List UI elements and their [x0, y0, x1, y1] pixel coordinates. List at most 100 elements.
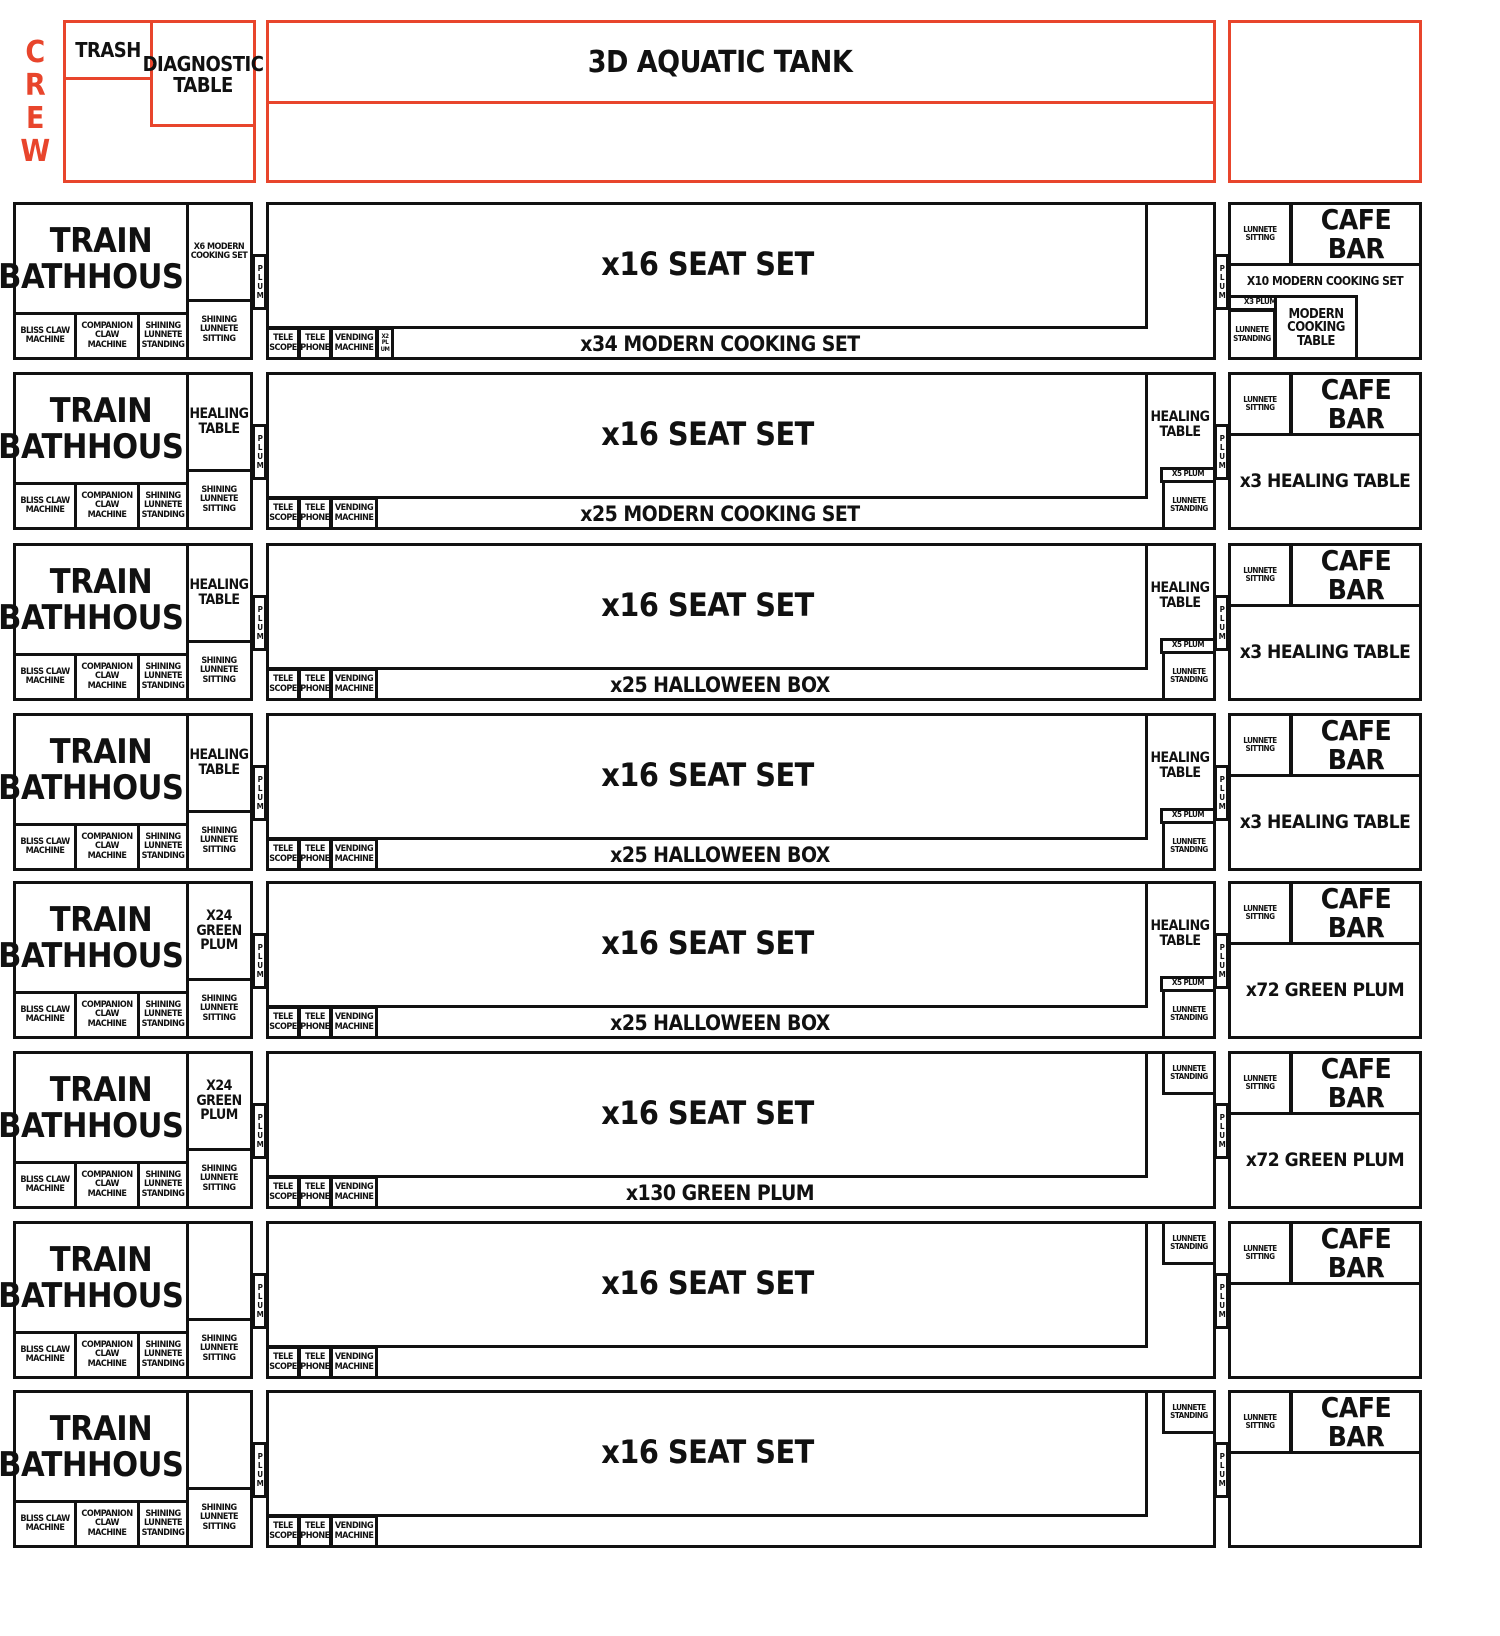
telephone-label: TELE PHONE — [300, 1352, 330, 1372]
lunnete-standing-label: LUNNETE STANDING — [1170, 836, 1208, 854]
right-main-label: x3 HEALING TABLE — [1239, 470, 1411, 493]
x5-plum-label: x5 PLUM — [1171, 810, 1205, 820]
cafe-bar-label: CAFE BAR — [1320, 543, 1392, 606]
shining-sitting-label: SHINING LUNNETE SITTING — [199, 993, 239, 1023]
telephone-label: TELE PHONE — [300, 1182, 330, 1202]
telephone-label: TELE PHONE — [300, 844, 330, 864]
vending-machine-zone — [330, 497, 378, 530]
healing-table-label: HEALING TABLE — [1150, 409, 1210, 440]
right-connector-plum — [1214, 765, 1229, 821]
healing-table-label: HEALING TABLE — [1150, 750, 1210, 781]
companion-claw-label: COMPANION CLAW MACHINE — [81, 999, 133, 1029]
top-right-empty-zone — [1228, 20, 1422, 183]
telescope-label: TELE SCOPE — [269, 1352, 297, 1372]
left-top-label: x24 GREEN PLUM — [196, 1077, 242, 1124]
shining-standing-label: SHINING LUNNETE STANDING — [141, 1339, 185, 1369]
trash-label: TRASH — [75, 37, 141, 62]
diagnostic-table-label: DIAGNOSTIC TABLE — [142, 52, 264, 97]
x3-plum-label: x3 PLUM — [1243, 297, 1277, 307]
telescope-label: TELE SCOPE — [269, 333, 297, 353]
vending-machine-label: VENDING MACHINE — [334, 1012, 374, 1032]
shining-standing-label: SHINING LUNNETE STANDING — [141, 831, 185, 861]
shining-standing-label: SHINING LUNNETE STANDING — [141, 999, 185, 1029]
train-bathhouse-label: TRAIN BATHHOUSE — [0, 561, 204, 638]
shining-standing-zone — [137, 991, 189, 1039]
seat-set-zone — [266, 543, 1148, 670]
telescope-label: TELE SCOPE — [269, 1182, 297, 1202]
lunnete-standing-zone — [1162, 1221, 1216, 1265]
companion-claw-zone — [74, 1161, 140, 1209]
bliss-claw-label: BLISS CLAW MACHINE — [20, 1513, 70, 1533]
seat-set-zone — [266, 881, 1148, 1008]
lunnete-sitting-label: LUNNETE SITTING — [1243, 394, 1277, 412]
vending-machine-label: VENDING MACHINE — [334, 1352, 374, 1372]
right-main-label: x3 HEALING TABLE — [1239, 811, 1411, 834]
vending-machine-zone — [330, 1515, 378, 1548]
left-top-label: HEALING TABLE — [189, 577, 249, 608]
lunnete-sitting-label: LUNNETE SITTING — [1243, 903, 1277, 921]
vending-machine-label: VENDING MACHINE — [334, 674, 374, 694]
seat-set-zone — [266, 713, 1148, 840]
seat-set-zone — [266, 202, 1148, 329]
right-connector-plum — [1214, 595, 1229, 651]
aquatic-tank-zone — [266, 20, 1216, 104]
vending-machine-zone — [330, 838, 378, 871]
vending-machine-zone — [330, 1176, 378, 1209]
left-top-zone — [186, 1390, 253, 1490]
telescope-label: TELE SCOPE — [269, 844, 297, 864]
train-bathhouse-label: TRAIN BATHHOUSE — [0, 390, 204, 467]
companion-claw-zone — [74, 823, 140, 871]
left-plum-label: PLUM — [255, 434, 265, 470]
companion-claw-zone — [74, 482, 140, 530]
right-plum-label: PLUM — [1217, 1452, 1227, 1488]
right-main-label: x72 GREEN PLUM — [1245, 979, 1405, 1002]
x2-plum-label: x2 PL UM — [380, 333, 390, 353]
left-connector-plum — [252, 1273, 267, 1329]
lunnete-standing-label: LUNNETE STANDING — [1170, 666, 1208, 684]
shining-standing-label: SHINING LUNNETE STANDING — [141, 490, 185, 520]
right-connector-plum — [1214, 254, 1229, 310]
shining-sitting-zone — [186, 810, 253, 871]
lunnete-sitting-label: LUNNETE SITTING — [1243, 1412, 1277, 1430]
bliss-claw-label: BLISS CLAW MACHINE — [20, 325, 70, 345]
telephone-zone — [298, 497, 332, 530]
vending-machine-label: VENDING MACHINE — [334, 1521, 374, 1541]
left-top-zone — [186, 881, 253, 981]
companion-claw-label: COMPANION CLAW MACHINE — [81, 1508, 133, 1538]
shining-sitting-label: SHINING LUNNETE SITTING — [199, 1502, 239, 1532]
lunnete-standing-label: LUNNETE STANDING — [1170, 1233, 1208, 1251]
bliss-claw-label: BLISS CLAW MACHINE — [20, 836, 70, 856]
x5-plum-label: x5 PLUM — [1171, 640, 1205, 650]
shining-sitting-zone — [186, 1487, 253, 1548]
shining-sitting-zone — [186, 299, 253, 360]
right-mid-label: x10 MODERN COOKING SET — [1246, 273, 1404, 288]
left-top-zone — [186, 1221, 253, 1321]
telescope-label: TELE SCOPE — [269, 674, 297, 694]
train-bathhouse-zone — [13, 881, 189, 994]
train-bathhouse-zone — [13, 202, 189, 315]
seat-set-label: x16 SEAT SET — [601, 1432, 814, 1471]
train-bathhouse-label: TRAIN BATHHOUSE — [0, 899, 204, 976]
shining-sitting-zone — [186, 640, 253, 701]
lunnete-sitting-zone — [1228, 1051, 1292, 1115]
x5-plum-label: x5 PLUM — [1171, 469, 1205, 479]
cafe-bar-zone — [1290, 1390, 1422, 1454]
left-top-zone — [186, 202, 253, 302]
left-plum-label: PLUM — [255, 605, 265, 641]
lunnete-sitting-label: LUNNETE SITTING — [1243, 224, 1277, 242]
vending-machine-label: VENDING MACHINE — [334, 503, 374, 523]
companion-claw-label: COMPANION CLAW MACHINE — [81, 1339, 133, 1369]
middle-bottom-label: x25 HALLOWEEN BOX — [610, 842, 830, 867]
vending-machine-label: VENDING MACHINE — [334, 844, 374, 864]
left-connector-plum — [252, 1442, 267, 1498]
cafe-bar-zone — [1290, 202, 1422, 266]
lunnete-standing-zone — [1162, 480, 1216, 530]
telescope-zone — [266, 1515, 300, 1548]
lunnete-standing-zone — [1162, 821, 1216, 871]
shining-sitting-zone — [186, 1148, 253, 1209]
seat-set-zone — [266, 372, 1148, 499]
x5-plum-label: x5 PLUM — [1171, 978, 1205, 988]
middle-bottom-label: x25 HALLOWEEN BOX — [610, 1010, 830, 1035]
shining-standing-zone — [137, 653, 189, 701]
cafe-bar-label: CAFE BAR — [1320, 881, 1392, 944]
